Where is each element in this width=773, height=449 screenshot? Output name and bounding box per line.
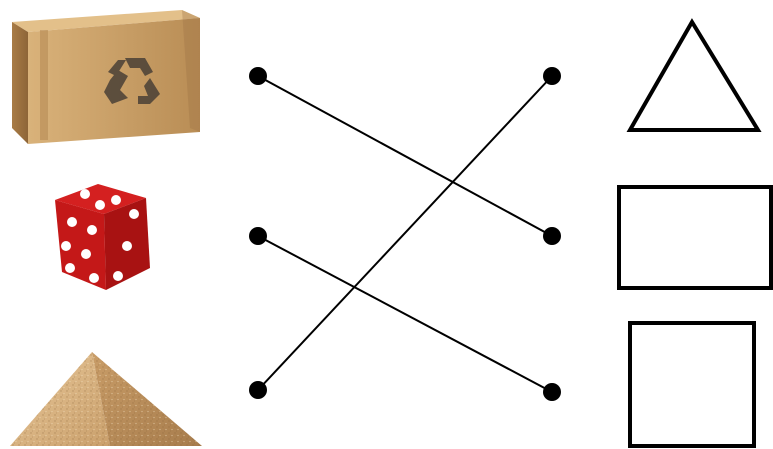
cardboard-box-icon[interactable] [12, 10, 200, 144]
dot-left-box[interactable] [249, 67, 267, 85]
dice-icon[interactable] [55, 184, 150, 290]
dot-right-rectangle[interactable] [543, 227, 561, 245]
dot-left-dice[interactable] [249, 227, 267, 245]
square-shape[interactable] [630, 323, 754, 446]
dot-right-triangle[interactable] [543, 67, 561, 85]
pyramid-icon[interactable] [10, 352, 202, 446]
match-line-pyramid-triangle [258, 76, 552, 390]
dot-right-square[interactable] [543, 383, 561, 401]
match-line-dice-square [258, 236, 552, 392]
match-lines [258, 76, 552, 392]
triangle-shape[interactable] [630, 22, 758, 130]
match-line-box-rectangle [258, 76, 552, 236]
rectangle-shape[interactable] [619, 187, 771, 288]
dot-left-pyramid[interactable] [249, 381, 267, 399]
